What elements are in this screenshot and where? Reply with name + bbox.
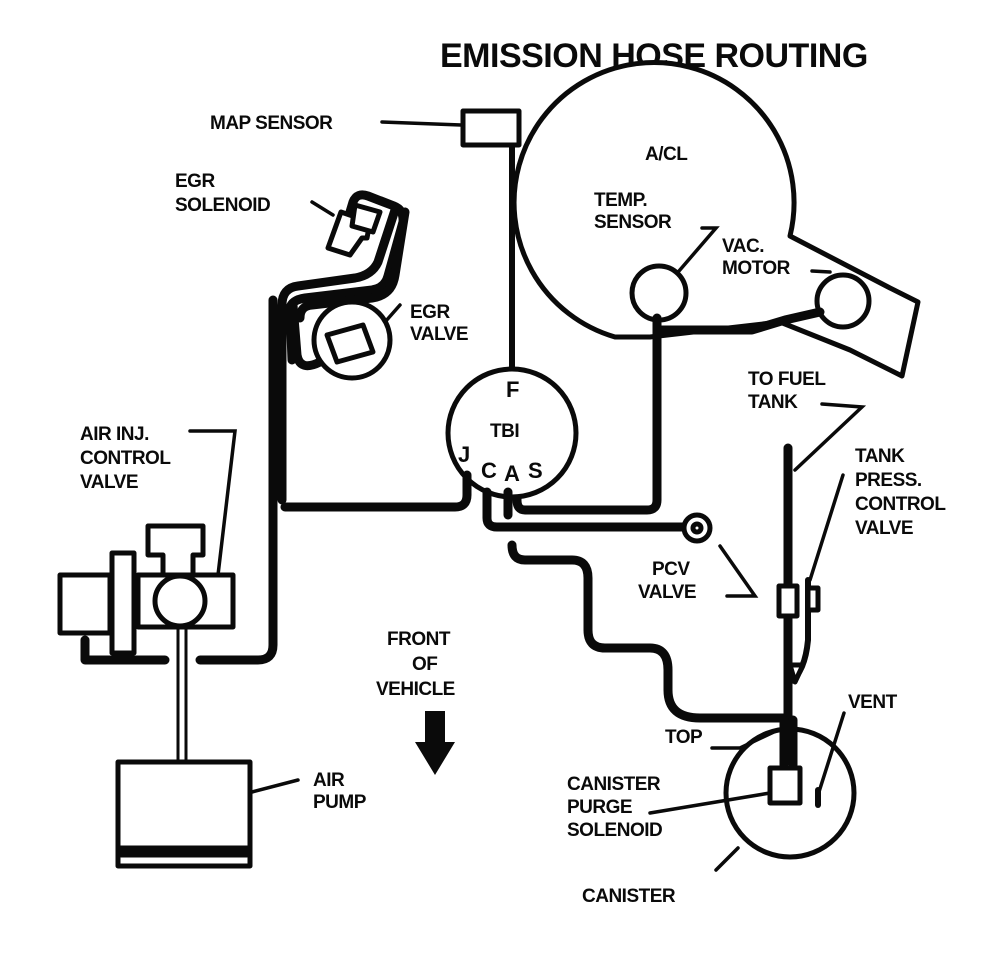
tbi-port-j: J xyxy=(458,442,470,467)
tbi-port-f: F xyxy=(506,377,519,402)
front-label-line1: FRONT xyxy=(387,629,451,650)
air-pump-label-line2: PUMP xyxy=(313,792,367,813)
map-sensor: MAP SENSOR xyxy=(210,108,522,148)
air-pump-label-line1: AIR xyxy=(313,770,345,791)
egr-solenoid-label-line1: EGR xyxy=(175,171,215,192)
temp-sensor-label-line2: SENSOR xyxy=(594,212,672,233)
egr-valve-label-line1: EGR xyxy=(410,302,450,323)
hose-acl-to-tbi-s xyxy=(512,317,662,515)
top-label: TOP xyxy=(665,727,703,748)
vacuum-motor: VAC. MOTOR xyxy=(722,236,872,330)
hose-tbi-j xyxy=(280,470,472,512)
pcv-valve: PCV VALVE xyxy=(638,512,759,603)
egr-valve: EGR VALVE xyxy=(288,299,469,381)
air-inj-label-line3: VALVE xyxy=(80,472,138,493)
egr-solenoid: EGR SOLENOID xyxy=(175,171,410,505)
map-sensor-label: MAP SENSOR xyxy=(210,113,333,134)
arrow-down-icon xyxy=(415,711,455,775)
tbi-port-a: A xyxy=(504,461,520,486)
tbi-port-c: C xyxy=(481,458,497,483)
tbi-port-s: S xyxy=(528,458,542,483)
canister-purge-label-line3: SOLENOID xyxy=(567,820,662,841)
canister: TOP VENT CANISTER PURGE SOLENOID CANISTE… xyxy=(567,692,898,907)
to-fuel-tank-line2: TANK xyxy=(748,392,798,413)
front-label-line2: OF xyxy=(412,654,437,675)
vent-label: VENT xyxy=(848,692,898,713)
tbi-label: TBI xyxy=(490,421,519,442)
tank-pressure-control-valve: TANK PRESS. CONTROL VALVE xyxy=(776,446,947,685)
temp-sensor: TEMP. SENSOR xyxy=(594,190,720,323)
to-fuel-tank-label: TO FUEL TANK xyxy=(748,369,867,472)
hose-tbi-c-to-pcv xyxy=(482,487,693,532)
hose-vacuum-main xyxy=(195,295,278,665)
canister-purge-label-line1: CANISTER xyxy=(567,774,661,795)
tank-press-label-line1: TANK xyxy=(855,446,905,467)
air-injection-control-valve: AIR INJ. CONTROL VALVE xyxy=(57,424,237,665)
front-label-line3: VEHICLE xyxy=(376,679,455,700)
temp-sensor-label-line1: TEMP. xyxy=(594,190,647,211)
pcv-valve-label-line1: PCV xyxy=(652,559,690,580)
egr-valve-label-line2: VALVE xyxy=(410,324,468,345)
vac-motor-label-line2: MOTOR xyxy=(722,258,791,279)
tank-press-label-line4: VALVE xyxy=(855,518,913,539)
air-inj-label-line1: AIR INJ. xyxy=(80,424,149,445)
hose-tbi-to-canister xyxy=(507,540,790,723)
hose-air-pump xyxy=(176,625,188,762)
air-inj-label-line2: CONTROL xyxy=(80,448,171,469)
tank-press-label-line3: CONTROL xyxy=(855,494,946,515)
acl-label: A/CL xyxy=(645,144,688,165)
air-pump: AIR PUMP xyxy=(115,759,367,869)
canister-purge-label-line2: PURGE xyxy=(567,797,632,818)
egr-solenoid-label-line2: SOLENOID xyxy=(175,195,270,216)
vac-motor-label-line1: VAC. xyxy=(722,236,764,257)
canister-label: CANISTER xyxy=(582,886,676,907)
front-of-vehicle-indicator: FRONT OF VEHICLE xyxy=(376,629,455,775)
to-fuel-tank-line1: TO FUEL xyxy=(748,369,826,390)
tank-press-label-line2: PRESS. xyxy=(855,470,922,491)
pcv-valve-label-line2: VALVE xyxy=(638,582,696,603)
tbi-unit: F TBI J C A S xyxy=(445,366,579,500)
